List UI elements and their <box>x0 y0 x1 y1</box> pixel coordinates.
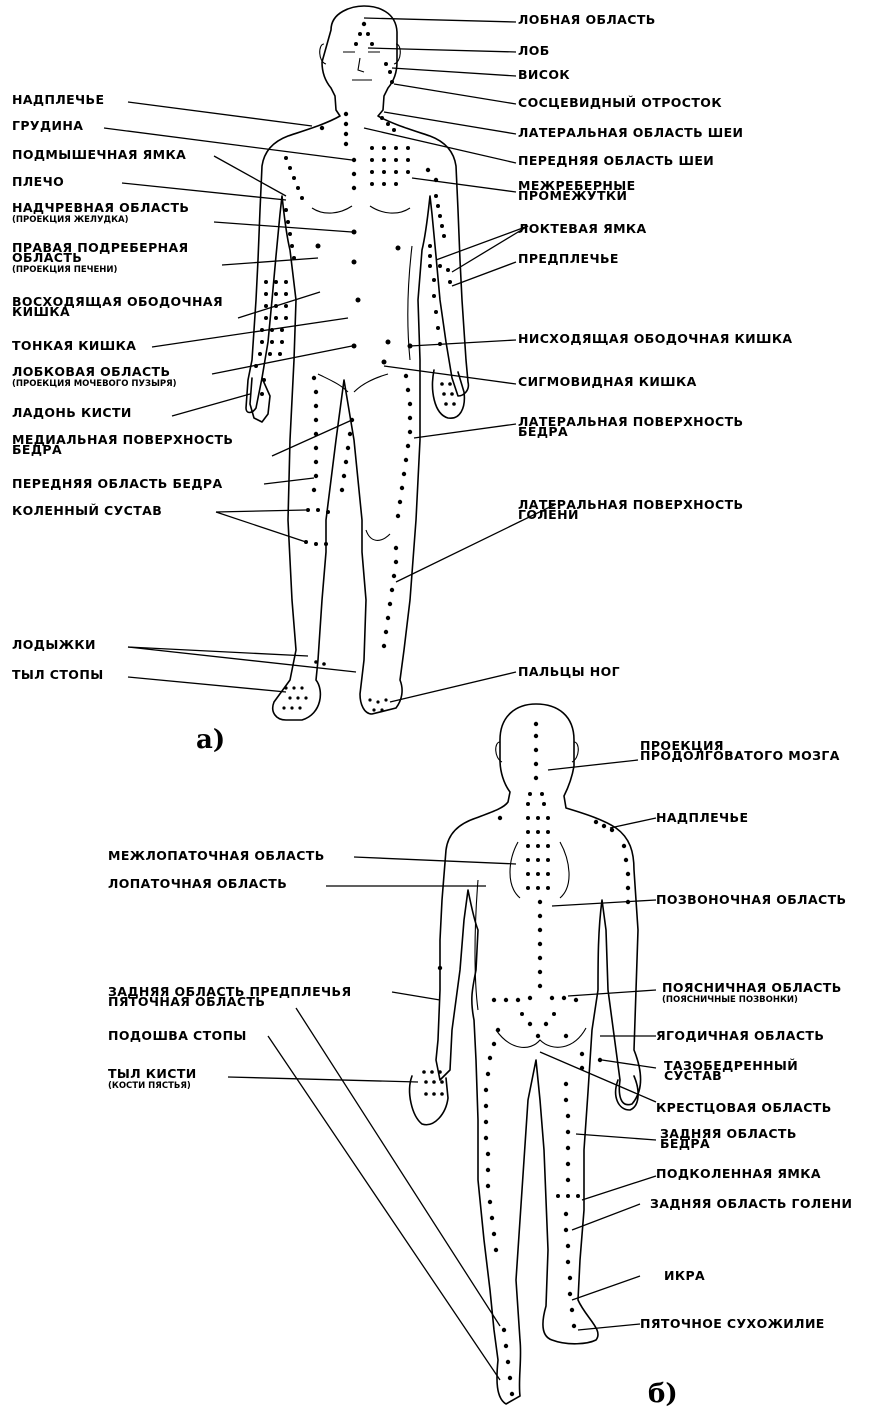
back-view-dots <box>422 722 630 1396</box>
figure-b-right_labels-label-5-line2: СУСТАВ <box>664 1068 722 1083</box>
figure-b-right_labels-label-0-line2: ПРОДОЛГОВАТОГО МОЗГА <box>640 748 840 763</box>
figure-a-left_labels-sublabel-5: (ПРОЕКЦИЯ ПЕЧЕНИ) <box>12 265 118 275</box>
figure-a-left_labels-sublabel-8: (ПРОЕКЦИЯ МОЧЕВОГО ПУЗЫРЯ) <box>12 379 177 389</box>
figure-a-right_labels-label-13: ПАЛЬЦЫ НОГ <box>518 664 620 679</box>
back-leaders-right <box>540 760 656 1330</box>
figure-a-right_labels-label-7: ЛОКТЕВАЯ ЯМКА <box>518 221 647 236</box>
back-leaders-left <box>228 857 516 1380</box>
figure-a-right_labels-label-4: ЛАТЕРАЛЬНАЯ ОБЛАСТЬ ШЕИ <box>518 125 743 140</box>
figure-a-left_labels-label-7: ТОНКАЯ КИШКА <box>12 338 136 353</box>
figure-a-left_labels-sublabel-4: (ПРОЕКЦИЯ ЖЕЛУДКА) <box>12 215 129 225</box>
figure-b-right_labels-label-2: ПОЗВОНОЧНАЯ ОБЛАСТЬ <box>656 892 846 907</box>
front-forearm-line <box>408 246 412 360</box>
back-scapula-right <box>560 842 569 898</box>
front-leaders-right <box>364 18 556 702</box>
figure-a-left_labels-label-14: ТЫЛ СТОПЫ <box>12 667 104 682</box>
figure-b-right_labels-label-6: КРЕСТЦОВАЯ ОБЛАСТЬ <box>656 1100 832 1115</box>
figure-a-right_labels-label-9: НИСХОДЯЩАЯ ОБОДОЧНАЯ КИШКА <box>518 331 793 346</box>
figure-a-right_labels-label-6-line2: ПРОМЕЖУТКИ <box>518 188 627 203</box>
figure-a-left_labels-label-5-line2: ОБЛАСТЬ <box>12 250 82 265</box>
figure-a-right_labels-label-1: ЛОБ <box>518 43 550 58</box>
figure-a-right_labels-label-11-line2: БЕДРА <box>518 424 568 439</box>
back-ear-right <box>572 742 578 762</box>
figure-a-right_labels-label-5: ПЕРЕДНЯЯ ОБЛАСТЬ ШЕИ <box>518 153 714 168</box>
figure-a-left_labels-label-13: ЛОДЫЖКИ <box>12 637 96 652</box>
figure-b-left_labels-label-4: ПЯТОЧНАЯ ОБЛАСТЬ <box>108 994 265 1009</box>
front-right-labels: ЛОБНАЯ ОБЛАСТЬ ЛОБ ВИСОК СОСЦЕВИДНЫЙ ОТРОСТ… <box>518 12 793 679</box>
figure-a-left_labels-label-3: ПЛЕЧО <box>12 174 64 189</box>
front-face-eyes <box>343 52 380 80</box>
back-scapula-left <box>510 842 520 898</box>
figure-a-left_labels-label-2: ПОДМЫШЕЧНАЯ ЯМКА <box>12 147 186 162</box>
back-buttocks <box>496 1028 586 1047</box>
figure-b-left_labels-label-1: ЛОПАТОЧНАЯ ОБЛАСТЬ <box>108 876 287 891</box>
figure-a-right_labels-label-12-line2: ГОЛЕНИ <box>518 507 579 522</box>
figure-a-left_labels-label-9: ЛАДОНЬ КИСТИ <box>12 405 132 420</box>
back-body-outline <box>436 704 641 1404</box>
figure-a-left_labels-label-8: ЛОБКОВАЯ ОБЛАСТЬ <box>12 364 170 379</box>
figure-b-left_labels-label-5: ПОДОШВА СТОПЫ <box>108 1028 247 1043</box>
figure-a-left_labels-label-4: НАДЧРЕВНАЯ ОБЛАСТЬ <box>12 200 189 215</box>
front-view-marker: а) <box>196 725 225 755</box>
front-leaders-left <box>104 102 356 692</box>
figure-b-right_labels-label-1: НАДПЛЕЧЬЕ <box>656 810 748 825</box>
figure-b-right_labels-label-4: ЯГОДИЧНАЯ ОБЛАСТЬ <box>656 1028 824 1043</box>
figure-a-right_labels-label-3: СОСЦЕВИДНЫЙ ОТРОСТОК <box>518 95 722 110</box>
figure-b-right_labels-label-7-line2: БЕДРА <box>660 1136 710 1151</box>
figure-a-right_labels-label-10: СИГМОВИДНАЯ КИШКА <box>518 374 697 389</box>
front-chest-lines <box>312 206 410 213</box>
figure-b-left_labels-label-0: МЕЖЛОПАТОЧНАЯ ОБЛАСТЬ <box>108 848 325 863</box>
back-view-marker: б) <box>648 1379 678 1409</box>
front-knee-right <box>366 530 390 540</box>
figure-a-left_labels-label-11: ПЕРЕДНЯЯ ОБЛАСТЬ БЕДРА <box>12 476 223 491</box>
figure-a-right_labels-label-2: ВИСОК <box>518 67 570 82</box>
back-view-figure: б) <box>228 704 678 1409</box>
figure-a-left_labels-label-10-line2: БЕДРА <box>12 442 62 457</box>
figure-b-right_labels-label-9: ЗАДНЯЯ ОБЛАСТЬ ГОЛЕНИ <box>650 1196 852 1211</box>
figure-b-right_labels-sublabel-3: (ПОЯСНИЧНЫЕ ПОЗВОНКИ) <box>662 995 798 1005</box>
figure-a-left_labels-label-12: КОЛЕННЫЙ СУСТАВ <box>12 503 162 518</box>
figure-a-right_labels-label-0: ЛОБНАЯ ОБЛАСТЬ <box>518 12 656 27</box>
figure-a-left_labels-label-1: ГРУДИНА <box>12 118 83 133</box>
front-view-dots <box>254 22 456 712</box>
figure-b-right_labels-label-11: ПЯТОЧНОЕ СУХОЖИЛИЕ <box>640 1316 825 1331</box>
figure-a-left_labels-label-6-line2: КИШКА <box>12 304 70 319</box>
figure-b-right_labels-label-10: ИКРА <box>664 1268 705 1283</box>
front-groin-lines <box>318 374 388 392</box>
back-ear-left <box>496 742 502 762</box>
figure-a-left_labels-label-0: НАДПЛЕЧЬЕ <box>12 92 104 107</box>
figure-b-right_labels-label-3: ПОЯСНИЧНАЯ ОБЛАСТЬ <box>662 980 842 995</box>
figure-b-left_labels-sublabel-3: (КОСТИ ПЯСТЬЯ) <box>108 1081 191 1091</box>
front-hand-left <box>433 370 465 418</box>
figure-b-right_labels-label-8: ПОДКОЛЕННАЯ ЯМКА <box>656 1166 821 1181</box>
figure-b-left_labels-label-3: ТЫЛ КИСТИ <box>108 1066 197 1081</box>
front-left-labels: НАДПЛЕЧЬЕ ГРУДИНА ПОДМЫШЕЧНАЯ ЯМКА ПЛЕЧО НАД… <box>12 92 233 682</box>
front-head-outline <box>246 6 468 720</box>
figure-a-right_labels-label-8: ПРЕДПЛЕЧЬЕ <box>518 251 619 266</box>
